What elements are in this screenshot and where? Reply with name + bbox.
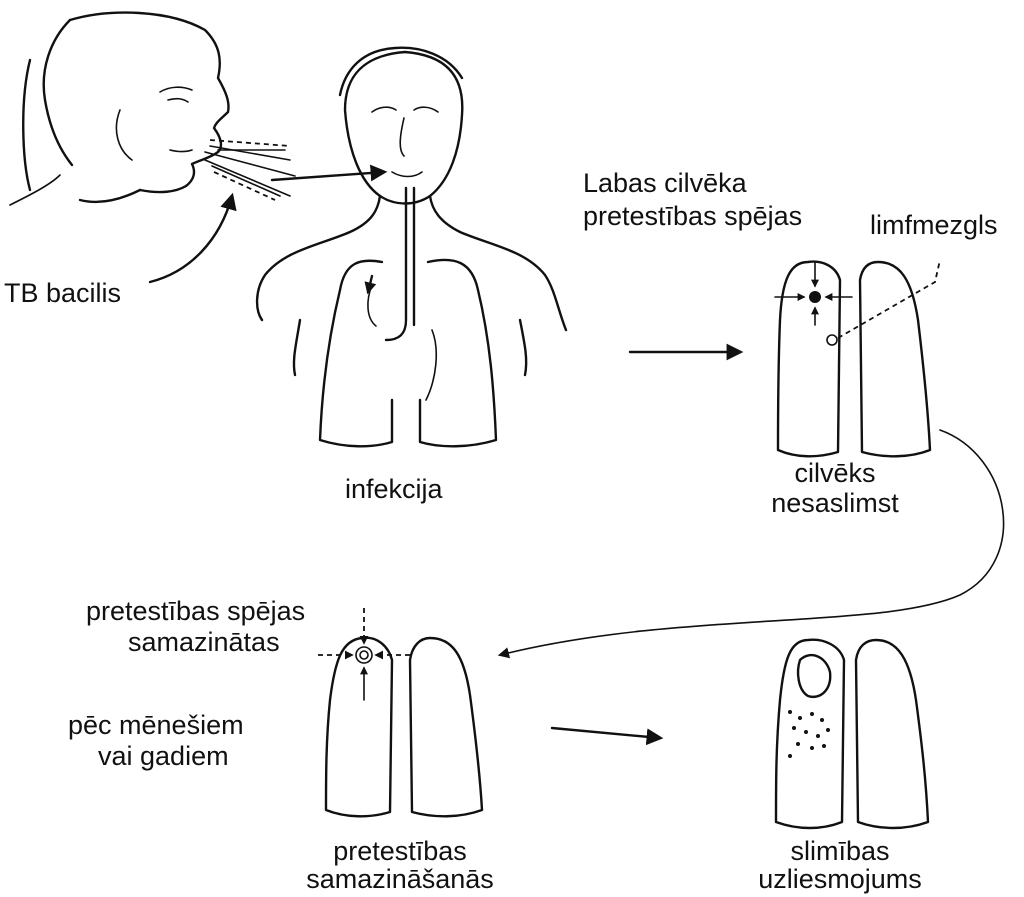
cough-spray — [204, 139, 296, 201]
label-labas-line1: Labas cilvēka — [583, 168, 747, 198]
coughing-person-illustration — [9, 11, 230, 206]
lungs-reduced-resistance-illustration — [318, 608, 484, 818]
infected-person-lungs — [318, 186, 498, 448]
label-samazinatas-line1: pretestības spējas — [86, 596, 306, 626]
label-uzliesmojums-line1: slimības — [790, 836, 890, 866]
label-labas-line2: pretestības spējas — [583, 201, 803, 231]
label-limfmezgls: limfmezgls — [870, 210, 998, 240]
bacilis-curved-arrow — [148, 192, 237, 284]
label-uzliesmojums-line2: uzliesmojums — [758, 864, 922, 894]
progress-arrow-2 — [550, 726, 664, 746]
lungs-resistant-illustration — [774, 259, 941, 458]
label-pec-line1: pēc mēnešiem — [68, 710, 244, 740]
label-nesaslimst-line1: cilvēks — [794, 458, 876, 488]
label-samazinasanas-line2: samazināšanās — [306, 864, 494, 894]
label-pec-line2: vai gadiem — [98, 741, 229, 771]
label-tb-bacilis: TB bacilis — [4, 278, 122, 308]
lungs-outbreak-illustration — [774, 638, 930, 830]
label-infekcija: infekcija — [345, 474, 443, 504]
label-nesaslimst-line2: nesaslimst — [771, 488, 899, 518]
label-samazinasanas-line1: pretestības — [333, 836, 467, 866]
label-samazinatas-line2: samazinātas — [128, 627, 280, 657]
transmission-arrow — [270, 164, 388, 182]
reactivation-curved-arrow — [497, 429, 1005, 659]
infected-person-illustration — [255, 46, 568, 377]
